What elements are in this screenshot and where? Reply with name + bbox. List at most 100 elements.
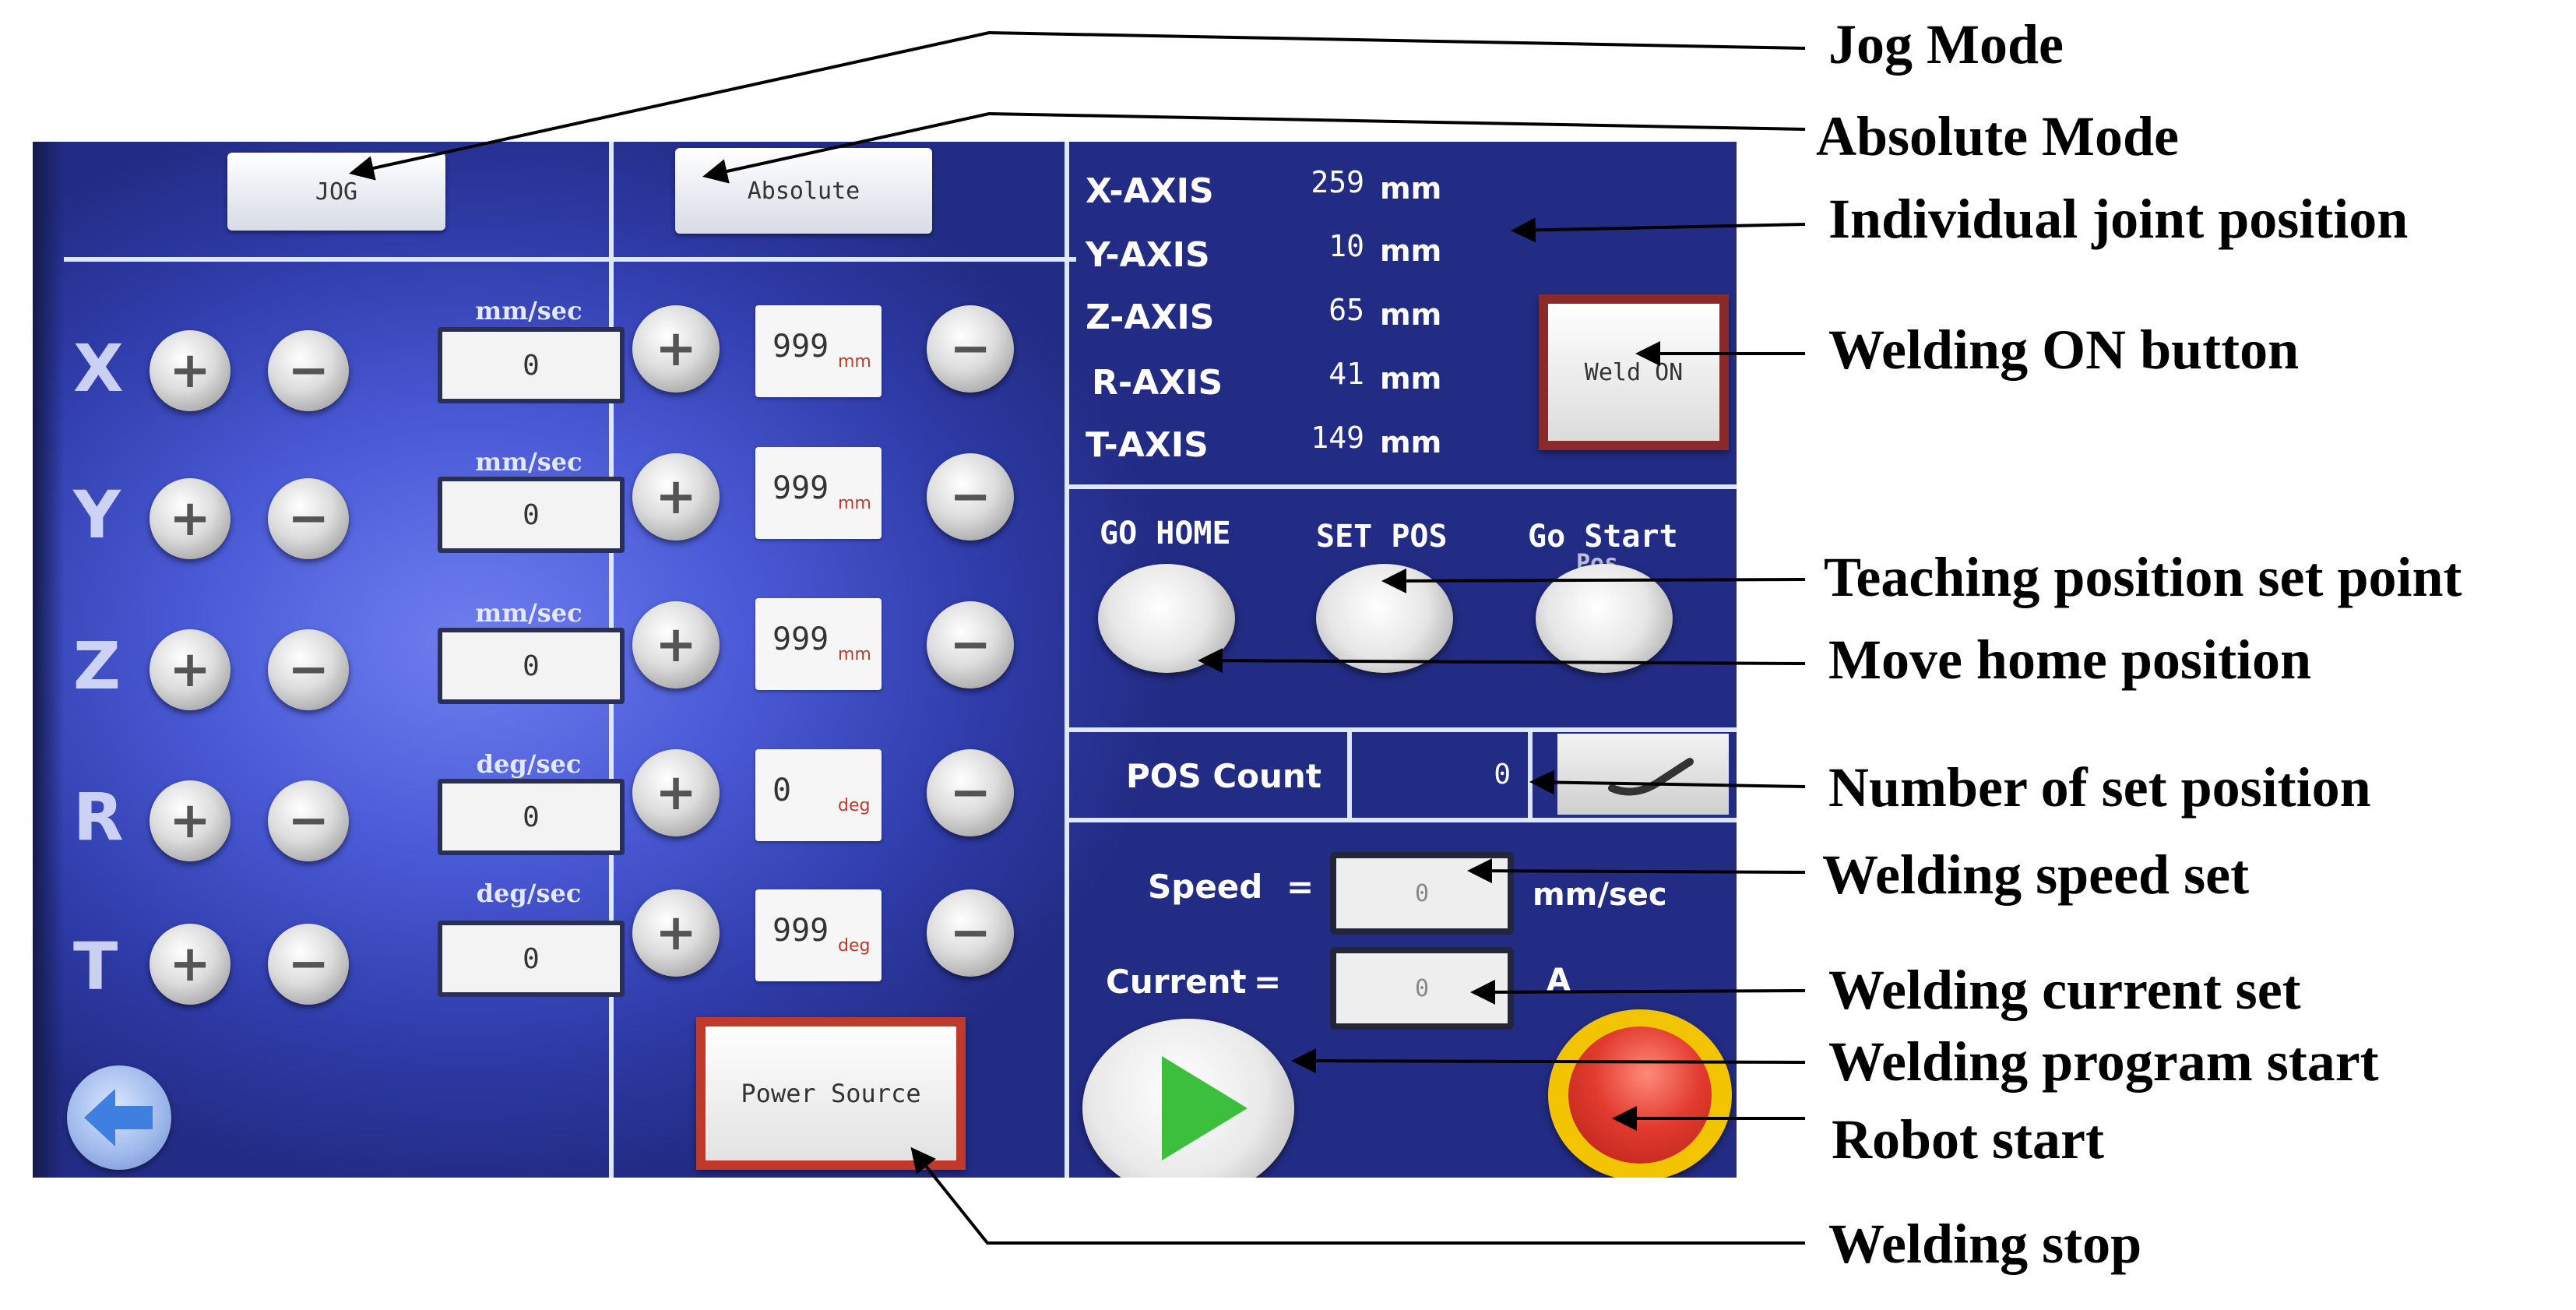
velocity-unit: deg/sec [476,749,582,779]
pos-count-reset-button[interactable] [1557,734,1729,815]
r-step-plus-button[interactable]: + [632,749,720,836]
axis-value: 149 [1311,421,1364,455]
x-velocity-field[interactable]: 0 [438,327,625,403]
plus-icon: + [655,320,697,378]
axis-letter: Y [73,477,121,553]
minus-icon: − [287,342,329,400]
minus-icon: − [287,641,329,699]
y-step-minus-button[interactable]: − [927,453,1014,541]
plus-icon: + [169,935,211,993]
y-step-field[interactable]: 999 mm [755,447,882,539]
t-step-field[interactable]: 999 deg [755,889,882,981]
speed-input[interactable]: 0 [1330,852,1514,935]
x-plus-button[interactable]: + [150,330,231,411]
x-minus-button[interactable]: − [268,330,349,411]
plus-icon: + [169,490,211,548]
velocity-unit: mm/sec [475,296,582,326]
z-step-minus-button[interactable]: − [927,601,1014,688]
right-divider-1 [1065,484,1737,489]
speed-equals: = [1286,868,1314,906]
axis-unit: mm [1380,361,1442,396]
col-divider-2 [1065,142,1069,1178]
power-source-label: Power Source [741,1079,921,1108]
plus-icon: + [655,904,697,962]
right-divider-3 [1065,818,1737,822]
axis-letter: Z [73,628,121,704]
plus-icon: + [169,792,211,850]
weld-on-face: Weld ON [1548,304,1719,441]
pos-count-label: POS Count [1126,757,1321,795]
step-unit: mm [838,494,871,513]
t-velocity-field[interactable]: 0 [438,921,625,997]
speed-unit: mm/sec [1533,877,1667,913]
weld-on-label: Weld ON [1584,358,1684,386]
axis-label: Y-AXIS [1086,235,1210,275]
t-minus-button[interactable]: − [268,924,349,1005]
x-step-minus-button[interactable]: − [927,305,1014,393]
minus-icon: − [287,935,329,993]
plus-icon: + [655,616,697,674]
r-step-minus-button[interactable]: − [927,749,1014,836]
absolute-mode-button[interactable]: Absolute [675,148,932,234]
annotation-welding-speed-set: Welding speed set [1822,843,2250,906]
plus-icon: + [169,641,211,699]
z-step-plus-button[interactable]: + [632,601,720,688]
minus-icon: − [949,468,991,526]
annotation-welding-current-set: Welding current set [1828,959,2301,1021]
r-step-field[interactable]: 0 deg [755,749,882,841]
robot-start-button[interactable] [1548,1009,1732,1178]
minus-icon: − [287,792,329,850]
x-step-field[interactable]: 999 mm [755,305,882,397]
axis-value: 65 [1328,293,1364,327]
current-label: Current [1106,963,1247,1001]
set-pos-button[interactable] [1316,564,1453,673]
x-step-plus-button[interactable]: + [632,305,720,393]
welding-program-start-button[interactable] [1082,1019,1294,1178]
z-step-field[interactable]: 999 mm [755,598,882,690]
current-equals: = [1254,963,1282,1001]
minus-icon: − [287,490,329,548]
pos-count-divider-a [1347,727,1352,821]
y-minus-button[interactable]: − [268,478,349,559]
power-source-button[interactable]: Power Source [696,1017,966,1170]
axis-label: R-AXIS [1092,363,1223,403]
step-value: 999 [772,470,829,506]
z-minus-button[interactable]: − [268,629,349,710]
z-plus-button[interactable]: + [150,629,231,710]
step-unit: deg [838,796,871,815]
z-velocity-field[interactable]: 0 [438,628,625,704]
r-plus-button[interactable]: + [150,780,231,861]
axis-label: Z-AXIS [1086,298,1215,337]
plus-icon: + [655,764,697,822]
step-unit: deg [838,936,871,956]
r-velocity-field[interactable]: 0 [438,779,625,855]
weld-on-button[interactable]: Weld ON [1539,294,1729,450]
go-start-pos-button[interactable] [1536,564,1673,673]
step-value: 999 [772,913,829,949]
t-plus-button[interactable]: + [150,924,231,1005]
annotation-number-of-set-position: Number of set position [1828,756,2371,819]
axis-letter: X [73,330,124,407]
set-pos-label: SET POS [1316,519,1448,555]
t-step-plus-button[interactable]: + [632,889,720,977]
speed-label: Speed [1148,868,1263,906]
y-velocity-field[interactable]: 0 [438,477,625,553]
go-home-button[interactable] [1098,564,1235,673]
hmi-screen: JOG Absolute X + − mm/sec 0 Y + − mm/sec… [33,142,1737,1178]
current-unit: A [1547,963,1571,998]
r-minus-button[interactable]: − [268,780,349,861]
jog-mode-button[interactable]: JOG [227,153,445,231]
y-step-plus-button[interactable]: + [632,453,720,541]
t-step-minus-button[interactable]: − [927,889,1014,977]
step-value: 0 [772,773,792,808]
checkmark-icon [1608,758,1694,796]
axis-letter: T [73,928,118,1005]
back-arrow-button[interactable] [67,1065,171,1170]
go-home-label: GO HOME [1100,516,1231,551]
y-plus-button[interactable]: + [150,478,231,559]
axis-unit: mm [1380,171,1442,206]
current-input[interactable]: 0 [1330,947,1514,1030]
velocity-unit: mm/sec [475,447,582,477]
axis-value: 41 [1328,357,1364,391]
emergency-stop-icon [1568,1027,1712,1164]
